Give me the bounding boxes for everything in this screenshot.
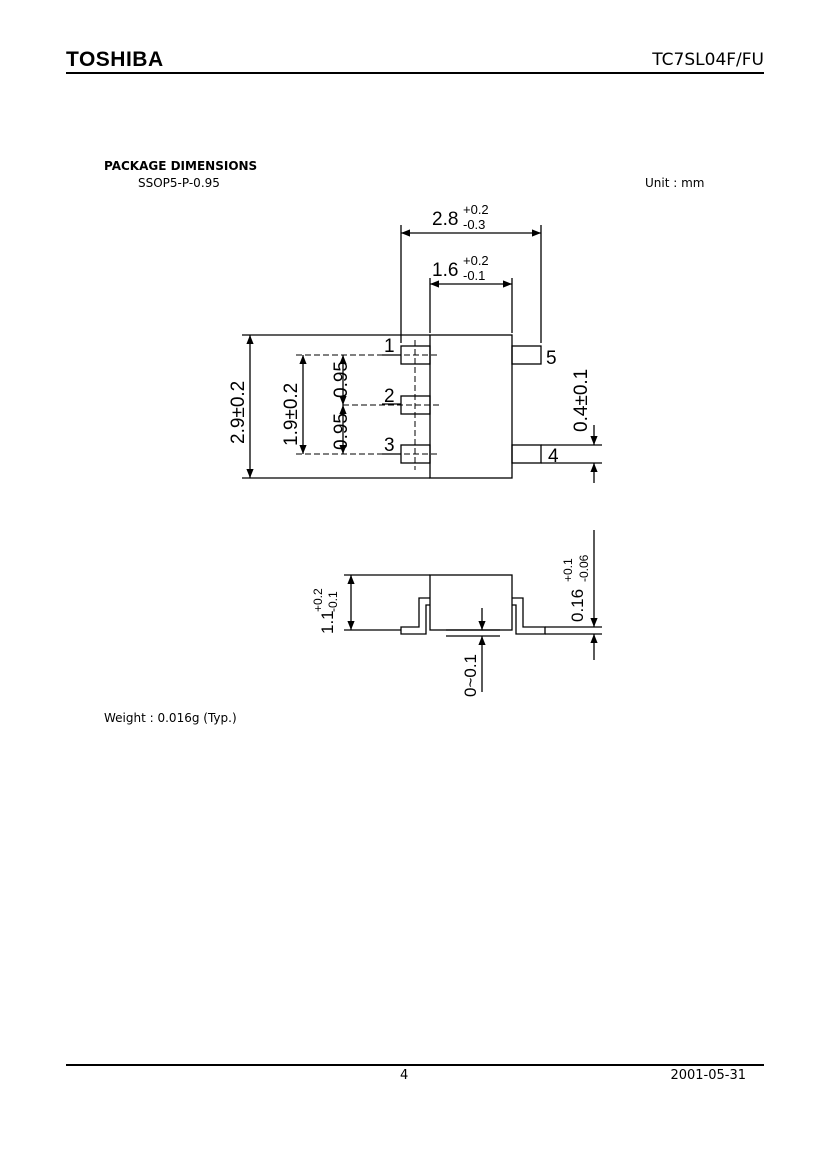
dim-body-width-tol-minus: -0.1 — [463, 268, 485, 283]
dim-height-tol-minus: -0.1 — [326, 591, 340, 612]
unit-label: Unit : mm — [645, 176, 705, 190]
part-number: TC7SL04F/FU — [652, 50, 764, 70]
dim-body-width: 1.6 — [432, 260, 458, 281]
dim-overall-width-tol-minus: -0.3 — [463, 217, 485, 232]
dim-thickness-tol-minus: -0.06 — [577, 554, 591, 582]
dim-standoff: 0~0.1 — [461, 654, 480, 697]
dim-overall-length: 2.9±0.2 — [228, 381, 249, 444]
pin-5-lead — [511, 345, 542, 365]
weight-note: Weight : 0.016g (Typ.) — [104, 711, 237, 725]
pin-2-label: 2 — [384, 386, 395, 407]
pin-4-lead — [511, 444, 542, 464]
footer-rule — [66, 1064, 764, 1066]
package-body-top — [429, 334, 513, 479]
pin-1-label: 1 — [384, 336, 395, 357]
footer-date: 2001-05-31 — [670, 1068, 746, 1083]
dim-overall-width: 2.8 — [432, 209, 458, 230]
dim-pitch-1: 0.95 — [331, 361, 352, 398]
pin-3-label: 3 — [384, 435, 395, 456]
header-rule — [66, 72, 764, 74]
dim-overall-width-tol-plus: +0.2 — [463, 202, 489, 217]
side-lead-left — [400, 597, 430, 635]
side-lead-right — [512, 597, 546, 635]
section-title: PACKAGE DIMENSIONS — [104, 159, 258, 173]
page-number: 4 — [400, 1068, 409, 1083]
package-body-side — [429, 574, 513, 631]
package-name: SSOP5-P-0.95 — [138, 176, 220, 190]
dim-pin-span: 1.9±0.2 — [281, 383, 302, 446]
dim-thickness: 0.16 — [568, 589, 587, 622]
dim-lead-width: 0.4±0.1 — [571, 369, 592, 432]
dim-height: 1.1 — [318, 610, 337, 634]
dim-body-width-tol-plus: +0.2 — [463, 253, 489, 268]
brand-logo: TOSHIBA — [66, 48, 164, 71]
dim-pitch-2: 0.95 — [331, 413, 352, 450]
pin-4-label: 4 — [548, 446, 559, 467]
dim-thickness-tol-plus: +0.1 — [561, 558, 575, 582]
dim-height-tol-plus: +0.2 — [311, 588, 325, 612]
pin-5-label: 5 — [546, 348, 557, 369]
